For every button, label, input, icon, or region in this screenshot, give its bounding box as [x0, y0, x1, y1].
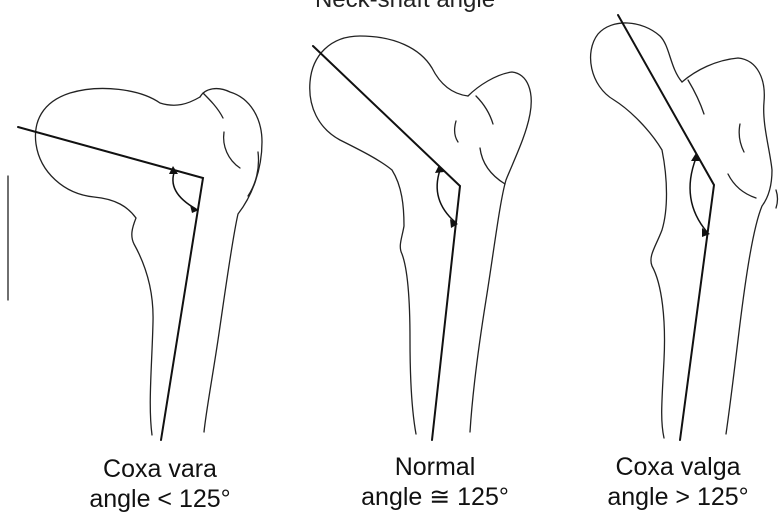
- femur-coxa-valga: [591, 15, 778, 440]
- femur-coxa-vara: [8, 88, 262, 440]
- neck-shaft-axis-coxa-valga: [618, 15, 714, 440]
- femur-outline-coxa-vara: [35, 88, 200, 435]
- femur-outline-coxa-valga: [591, 23, 682, 438]
- caption-angle-normal: angle ≅ 125°: [335, 482, 535, 512]
- neck-shaft-axis-normal: [313, 46, 460, 440]
- femur-outline-normal: [310, 36, 468, 434]
- caption-title-normal: Normal: [335, 452, 535, 482]
- caption-title-coxa-valga: Coxa valga: [578, 452, 778, 482]
- caption-title-coxa-vara: Coxa vara: [50, 454, 270, 484]
- caption-angle-coxa-vara: angle < 125°: [50, 484, 270, 514]
- caption-coxa-valga: Coxa valga angle > 125°: [578, 452, 778, 512]
- caption-normal: Normal angle ≅ 125°: [335, 452, 535, 512]
- femur-normal: [310, 36, 531, 440]
- caption-angle-coxa-valga: angle > 125°: [578, 482, 778, 512]
- caption-coxa-vara: Coxa vara angle < 125°: [50, 454, 270, 514]
